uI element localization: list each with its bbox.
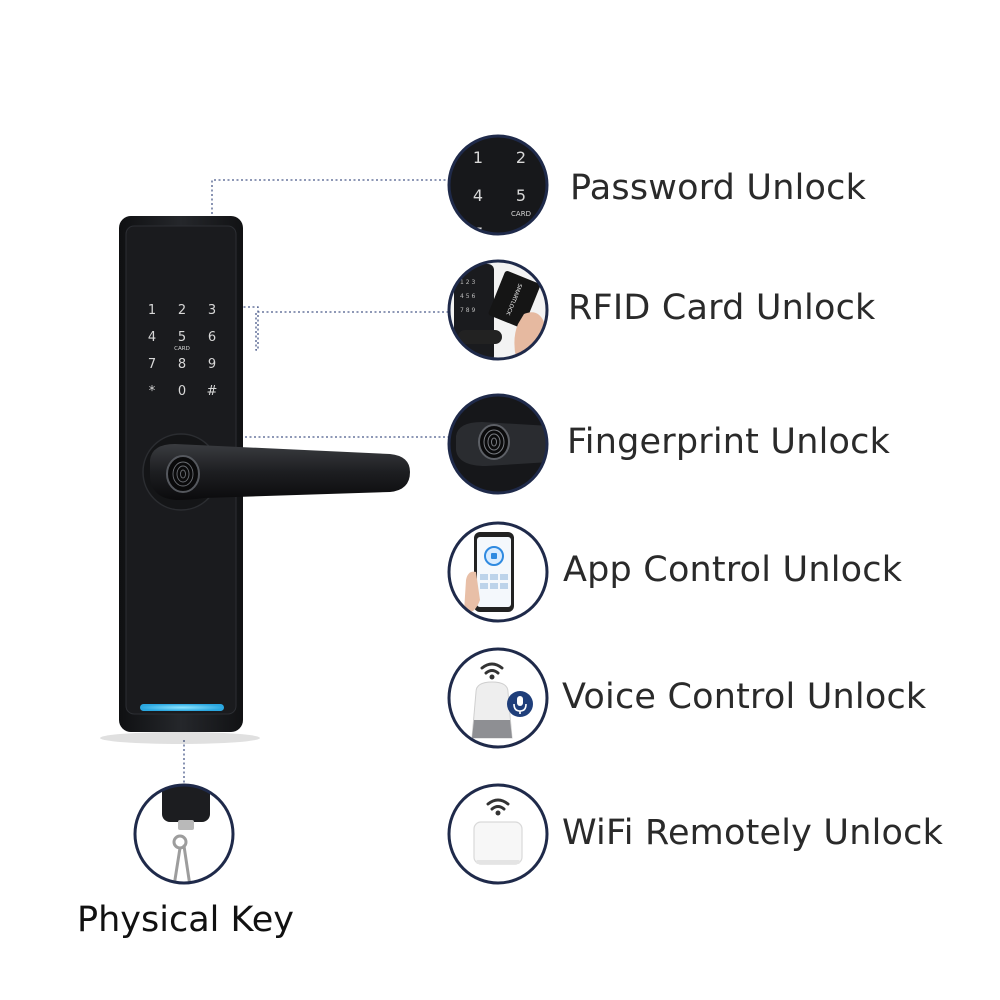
feature-label-password: Password Unlock xyxy=(570,168,867,208)
status-indicator-light xyxy=(140,704,224,711)
keypad-key: 0 xyxy=(178,384,186,399)
svg-text:CARD: CARD xyxy=(511,210,531,218)
feature-label-wifi: WiFi Remotely Unlock xyxy=(562,813,944,853)
keypad-key: 2 xyxy=(178,303,186,318)
badge-app xyxy=(447,521,549,623)
badge-voice xyxy=(447,647,549,749)
badge-wifi xyxy=(447,783,549,885)
keypad-key: 4 xyxy=(148,330,156,345)
svg-text:4 5 6: 4 5 6 xyxy=(460,293,475,300)
keypad-key: 9 xyxy=(208,357,216,372)
svg-text:7 8 9: 7 8 9 xyxy=(460,307,475,314)
keypad-key: * xyxy=(149,384,156,399)
keypad-key: # xyxy=(207,384,218,399)
badge-keypad-key: 2 xyxy=(516,148,526,167)
smartphone-app-icon xyxy=(474,532,514,612)
svg-text:1 2 3: 1 2 3 xyxy=(460,279,475,286)
badge-rfid: 1 2 3 4 5 6 7 8 9 SMARTLOCK xyxy=(447,259,549,361)
badge-fingerprint xyxy=(447,393,549,495)
lock-keypad: 1 2 3 4 5 6 7 8 9 * 0 # xyxy=(148,303,218,399)
keypad-key: 7 xyxy=(148,357,156,372)
door-handle xyxy=(150,444,410,500)
keypad-key: 8 xyxy=(178,357,186,372)
physical-key-label: Physical Key xyxy=(77,900,294,940)
keypad-key: 5 xyxy=(178,330,186,345)
connector-rfid xyxy=(212,306,452,351)
badge-keypad-key: 1 xyxy=(473,148,483,167)
feature-label-app: App Control Unlock xyxy=(563,550,903,590)
keypad-card-label: CARD xyxy=(174,346,190,352)
keypad-key: 1 xyxy=(148,303,156,318)
keypad-key: 3 xyxy=(208,303,216,318)
feature-label-rfid: RFID Card Unlock xyxy=(568,288,876,328)
fingerprint-sensor-icon xyxy=(483,429,505,455)
feature-label-voice: Voice Control Unlock xyxy=(562,677,927,717)
feature-label-fingerprint: Fingerprint Unlock xyxy=(567,422,891,462)
key-icon xyxy=(172,834,192,882)
badge-physical-key xyxy=(133,783,235,885)
smart-speaker-microphone-icon xyxy=(471,662,533,739)
handle-fingerprint-sensor xyxy=(166,455,200,493)
badge-keypad-key: 4 xyxy=(473,186,483,205)
wifi-gateway-icon xyxy=(473,798,523,865)
keypad-key: 6 xyxy=(208,330,216,345)
connector-password xyxy=(211,179,452,214)
badge-keypad-key: 5 xyxy=(516,186,526,205)
